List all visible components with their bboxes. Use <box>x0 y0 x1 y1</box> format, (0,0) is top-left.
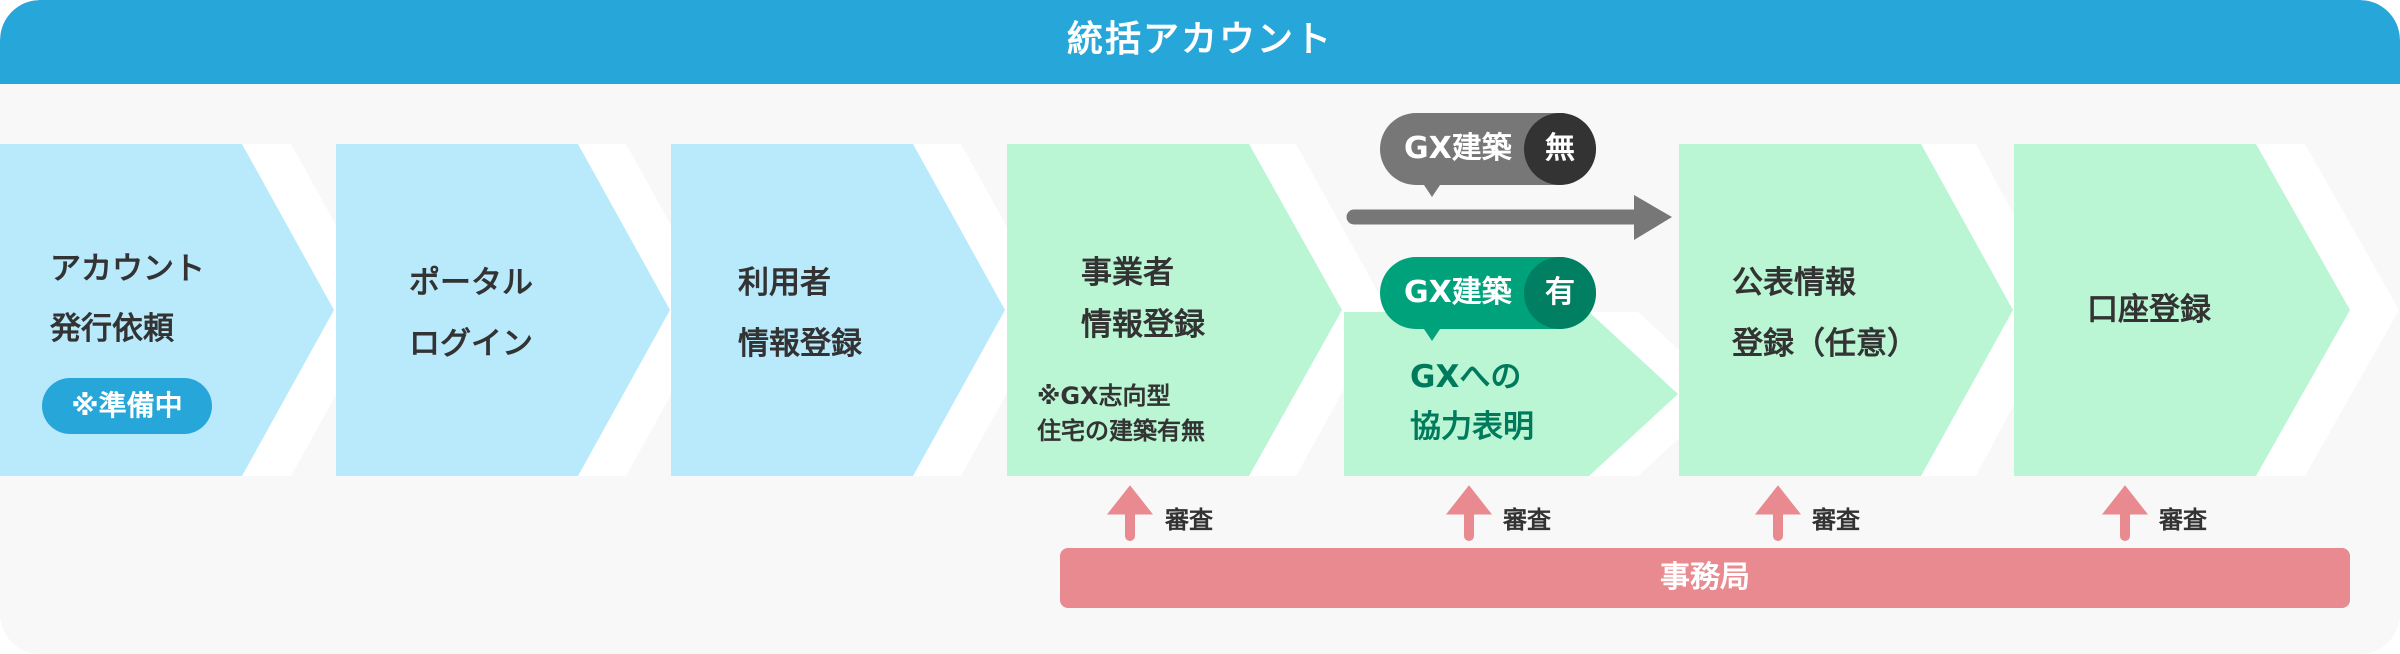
step-1-line1: アカウント <box>50 251 205 287</box>
gx-no-mark: 無 <box>1524 113 1596 185</box>
bubble-tail <box>1424 329 1440 341</box>
step-chevron-3 <box>671 144 1005 476</box>
step-chevron-2 <box>336 144 670 476</box>
gx-no-label: GX建築 <box>1404 131 1512 166</box>
review-label: 審査 <box>2159 506 2207 534</box>
bubble-tail <box>1424 185 1440 197</box>
step-5-line2: 協力表明 <box>1410 409 1534 445</box>
review-arrow-icon <box>1754 485 1802 541</box>
status-badge-preparing: ※準備中 <box>42 378 212 434</box>
step-chevron-6 <box>1679 144 2013 476</box>
skip-arrow-head <box>1634 195 1672 240</box>
review-label: 審査 <box>1165 506 1213 534</box>
gx-yes-mark: 有 <box>1524 257 1596 329</box>
step-2-line1: ポータル <box>409 265 533 301</box>
step-4-note1: ※GX志向型 <box>1037 382 1171 410</box>
review-arrow-icon <box>2101 485 2149 541</box>
step-chevron-5 <box>1344 312 1678 476</box>
step-chevron-4 <box>1007 144 1342 476</box>
step-chevron-7 <box>2014 144 2350 476</box>
review-arrow-icon <box>1445 485 1493 541</box>
review-label: 審査 <box>1503 506 1551 534</box>
step-4-line2: 情報登録 <box>1081 307 1205 343</box>
gx-yes-label: GX建築 <box>1404 275 1512 310</box>
step-4-line1: 事業者 <box>1081 255 1174 291</box>
step-4-note2: 住宅の建築有無 <box>1037 417 1205 445</box>
step-5-line1: GXへの <box>1410 359 1522 395</box>
review-label: 審査 <box>1812 506 1860 534</box>
gx-no-bubble: GX建築 無 <box>1380 113 1596 197</box>
step-2-line2: ログイン <box>409 326 533 362</box>
secretariat-bar: 事務局 <box>1060 548 2350 608</box>
review-arrow-icon <box>1106 485 1154 541</box>
step-7-line1: 口座登録 <box>2087 292 2211 328</box>
step-3-line1: 利用者 <box>738 265 831 301</box>
step-6-line2: 登録（任意） <box>1732 326 1918 362</box>
header-unified-account: 統括アカウント <box>0 0 2400 84</box>
step-6-line1: 公表情報 <box>1732 265 1856 301</box>
gx-yes-bubble: GX建築 有 <box>1380 257 1596 341</box>
step-3-line2: 情報登録 <box>738 326 862 362</box>
step-1-line2: 発行依頼 <box>50 311 174 347</box>
